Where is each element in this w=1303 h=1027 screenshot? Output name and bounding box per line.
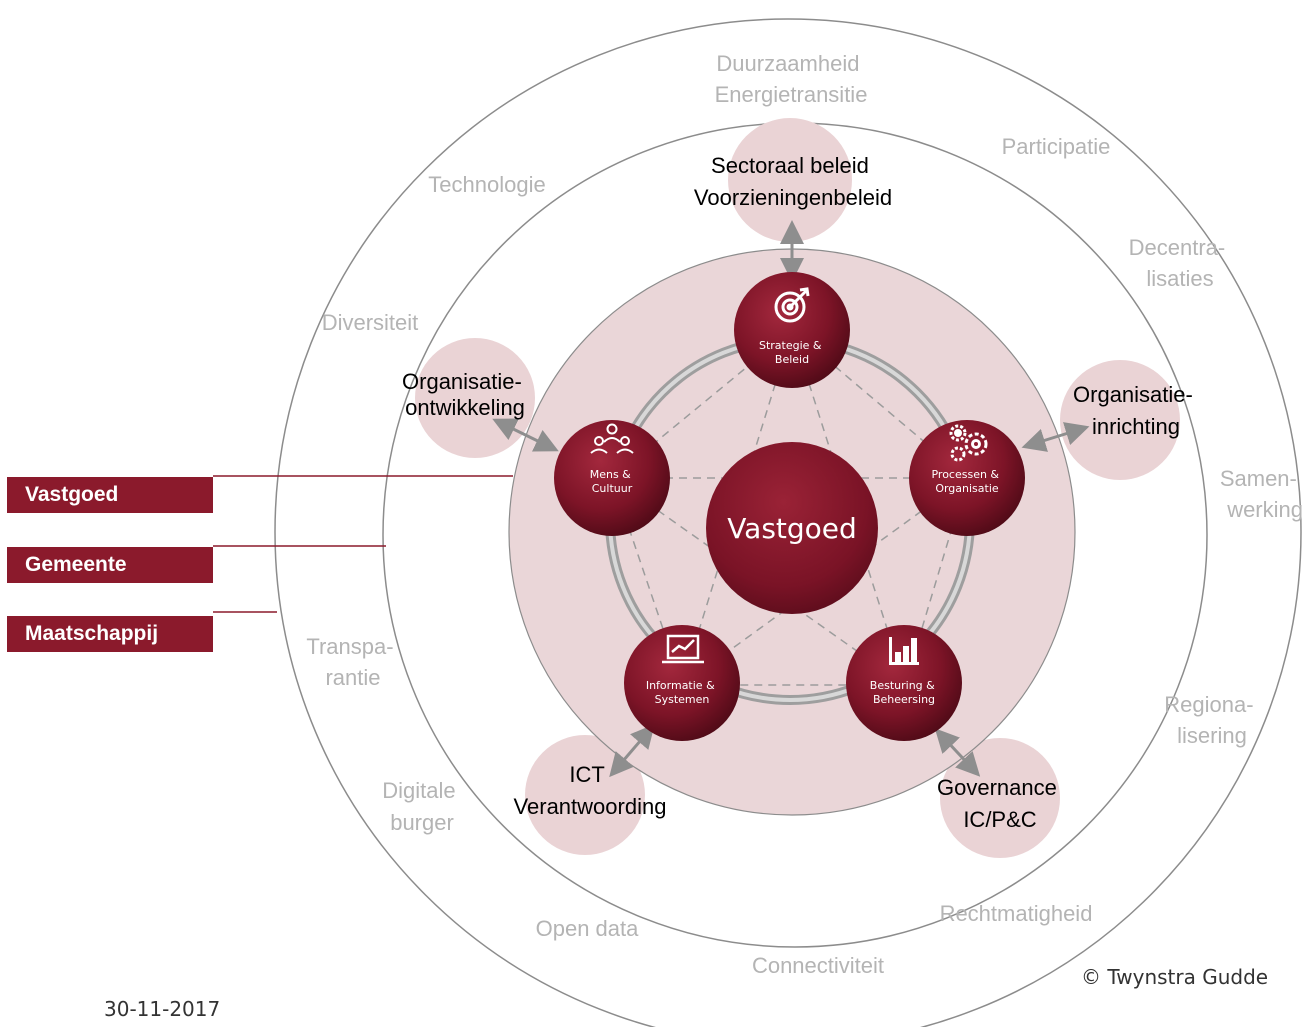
pillar-informatie-line1: Informatie & [646,679,715,692]
pillar-strategie-line2: Beleid [775,353,809,366]
pillar-besturing-line2: Beheersing [873,693,935,706]
theme-duurzaamheid-line1: Duurzaamheid [716,51,859,76]
theme-connectiviteit: Connectiviteit [752,953,884,978]
theme-diversiteit: Diversiteit [322,310,419,335]
svg-text:Digitale burger: Digitale burger [382,778,462,835]
pillar-processen-line1: Processen & [931,468,999,481]
bar-chart-icon [889,637,919,665]
pillar-mens-circle [554,420,670,536]
svg-text:Sectoraal beleid Voorzie: Sectoraal beleid Voorzieningenbeleid [694,153,892,210]
pillar-besturing: Besturing & Beheersing [846,625,962,741]
pillar-mens-line1: Mens & [590,468,631,481]
svg-text:Duurzaamheid Energietran: Duurzaamheid Energietransitie [715,51,868,107]
pillar-processen-line2: Organisatie [935,482,999,495]
pillar-informatie-line2: Systemen [655,693,710,706]
topic-organisatieinrichting-line1: Organisatie- [1073,382,1193,407]
people-icon [590,423,634,454]
topic-sectoraal-line1: Sectoraal beleid [711,153,869,178]
laptop-chart-icon [662,634,704,664]
theme-decentralisaties-line2: lisaties [1146,266,1213,291]
svg-text:ICT Verantwoording: ICT Verantwoording [514,762,667,819]
svg-text:Governance IC/P&C: Governance IC/P&C [937,775,1063,832]
svg-text:Organisatie- ontwikkelin: Organisatie- ontwikkeling [402,369,528,420]
theme-duurzaamheid-line2: Energietransitie [715,82,868,107]
topic-organisatieontwikkeling-line2: ontwikkeling [405,395,525,420]
layer-tab-vastgoed: Vastgoed [7,477,213,513]
svg-text:Mens & Cultuur: Mens & Cultuur [590,468,635,495]
theme-technologie: Technologie [428,172,545,197]
pillar-processen: Processen & Organisatie [909,420,1025,536]
theme-regionalisering-line1: Regiona- [1164,692,1253,717]
theme-participatie: Participatie [1002,134,1111,159]
topic-sectoraal-line2: Voorzieningenbeleid [694,185,892,210]
svg-text:Besturing & Beheersing: Besturing & Beheersing [870,679,938,706]
pillar-informatie: Informatie & Systemen [624,625,740,741]
svg-text:Organisatie- inrichting: Organisatie- inrichting [1073,382,1199,439]
pillar-strategie-circle [734,272,850,388]
layer-tab-maatschappij: Maatschappij [7,616,213,652]
gears-icon [949,424,988,462]
topic-ict-line1: ICT [569,762,604,787]
theme-rechtmatigheid: Rechtmatigheid [940,901,1093,926]
pillar-mens: Mens & Cultuur [554,420,670,536]
topic-organisatieontwikkeling-line1: Organisatie- [402,369,522,394]
layer-connector-lines [213,475,513,613]
pillar-informatie-circle [624,625,740,741]
theme-transparantie-line1: Transpa- [306,634,393,659]
pillar-mens-line2: Cultuur [592,482,633,495]
pillar-besturing-line1: Besturing & [870,679,935,692]
topic-ict-line2: Verantwoording [514,794,667,819]
topic-governance-line1: Governance [937,775,1057,800]
svg-text:Strategie & Beleid: Strategie & Beleid [759,339,825,366]
footer-copyright: © Twynstra Gudde [1081,965,1269,989]
theme-open-data: Open data [536,916,640,941]
theme-regionalisering-line2: lisering [1177,723,1247,748]
theme-decentralisaties-line1: Decentra- [1129,235,1226,260]
svg-text:Regiona- lisering: Regiona- lisering [1164,692,1259,748]
svg-text:Decentra- lisaties: Decentra- lisaties [1129,235,1232,291]
theme-digitale-burger-line1: Digitale [382,778,455,803]
topic-bubble-organisatieinrichting [1060,360,1180,480]
pillar-strategie-line1: Strategie & [759,339,822,352]
maatschappij-ring [274,18,1302,1027]
footer-date: 30-11-2017 [104,997,221,1021]
svg-text:Informatie & Systemen: Informatie & Systemen [646,679,718,706]
theme-transparantie-line2: rantie [325,665,380,690]
layer-tab-gemeente: Gemeente [7,547,213,583]
connector-arrows [492,220,1090,778]
svg-text:Transpa- rantie: Transpa- rantie [306,634,399,690]
svg-text:Processen & Organisati: Processen & Organisatie [931,468,1002,495]
theme-samenwerking-line2: werking [1226,497,1303,522]
pillar-strategie: Strategie & Beleid [734,272,850,388]
target-icon [774,287,810,323]
topic-bubble-sectoraal [728,118,852,242]
pillar-besturing-circle [846,625,962,741]
pillar-processen-circle [909,420,1025,536]
topic-governance-line2: IC/P&C [963,807,1036,832]
theme-samenwerking-line1: Samen- [1220,466,1297,491]
topic-organisatieinrichting-line2: inrichting [1092,414,1180,439]
center-label: Vastgoed [727,512,857,545]
center-circle [706,442,878,614]
svg-text:Samen- werking: Samen- werking [1220,466,1303,522]
theme-digitale-burger-line2: burger [390,810,454,835]
